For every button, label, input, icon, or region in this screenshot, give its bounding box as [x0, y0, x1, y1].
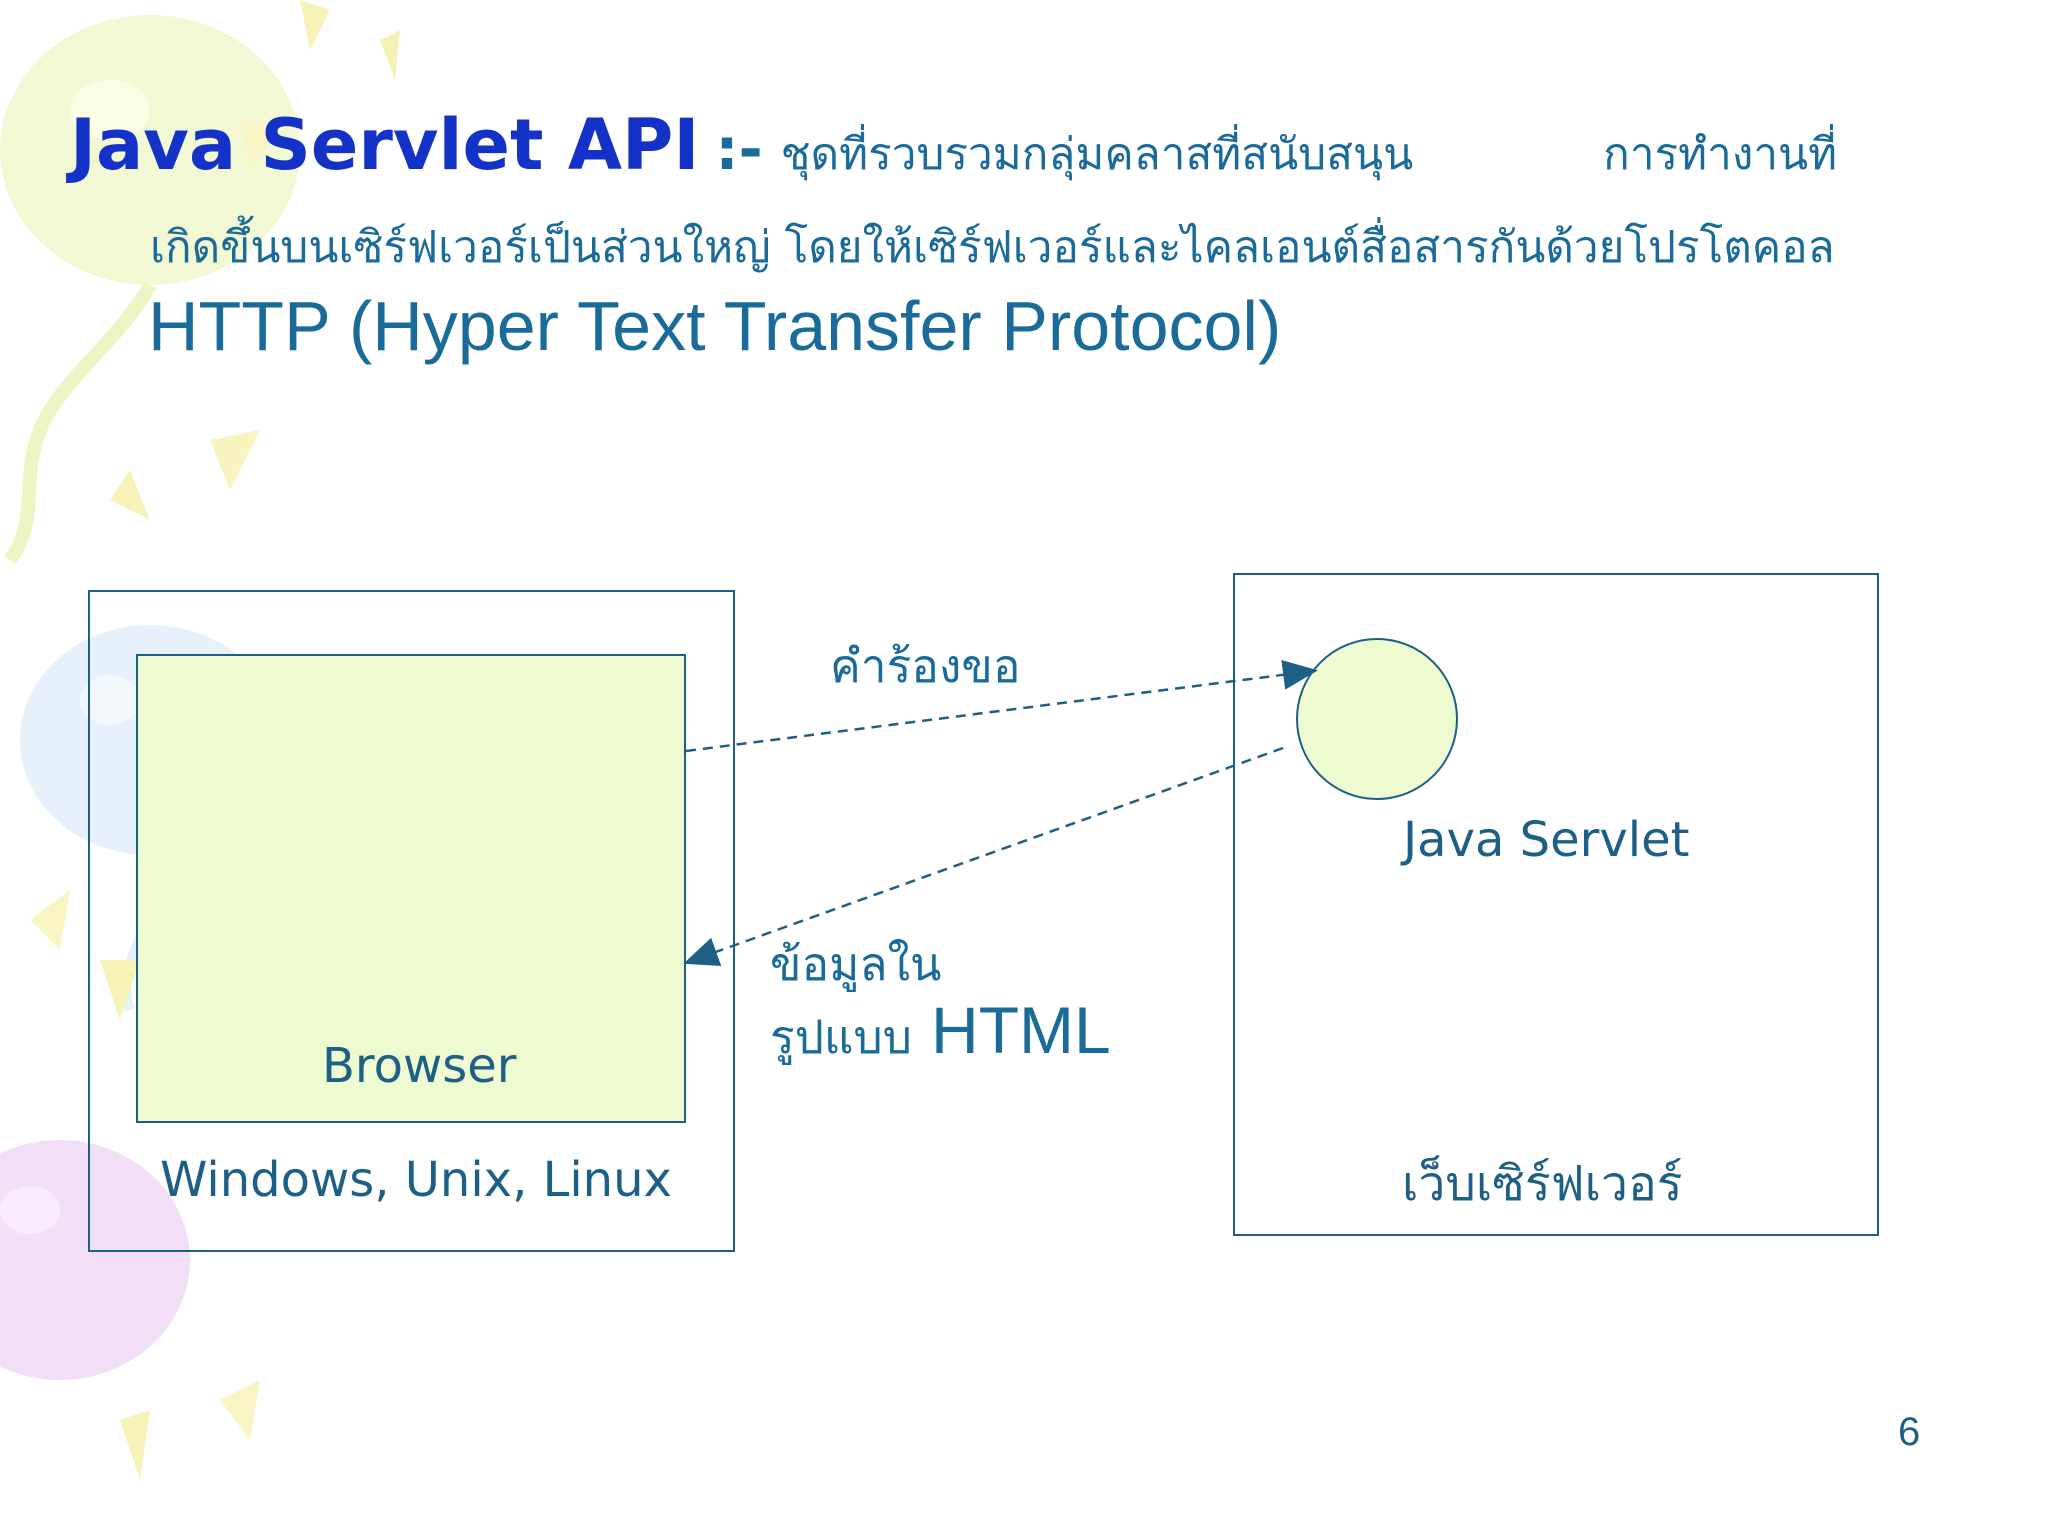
title-description-line3: HTTP (Hyper Text Transfer Protocol): [148, 287, 1282, 365]
title-description-part1: ชุดที่รวบรวมกลุ่มคลาสที่สนับสนุน: [780, 129, 1414, 180]
title-description-part2: การทำงานที่: [1603, 129, 1838, 180]
response-label-line1: ข้อมูลใน: [770, 937, 942, 991]
browser-box: [136, 654, 686, 1123]
response-format-thai: รูปแบบ: [770, 1010, 912, 1064]
browser-label: Browser: [322, 1038, 517, 1094]
client-machine-box: [88, 590, 735, 1252]
request-label: คำร้องขอ: [830, 639, 1021, 693]
slide-title: Java Servlet API:- ชุดที่รวบรวมกลุ่มคลาสท…: [70, 104, 1837, 189]
java-servlet-circle: [1296, 638, 1458, 800]
web-server-label: เว็บเซิร์ฟเวอร์: [1402, 1156, 1683, 1212]
response-format-html: HTML: [931, 993, 1111, 1067]
platform-label: Windows, Unix, Linux: [160, 1152, 672, 1208]
request-arrow: [685, 659, 1318, 753]
page-number: 6: [1898, 1410, 1921, 1454]
title-main: Java Servlet API: [70, 104, 700, 186]
java-servlet-label: Java Servlet: [1403, 812, 1690, 868]
title-separator: :-: [715, 115, 763, 183]
title-description-line2: เกิดขึ้นบนเซิร์ฟเวอร์เป็นส่วนใหญ่ โดยให้…: [150, 222, 1835, 273]
web-server-box: [1233, 573, 1879, 1236]
response-label-line2: รูปแบบ HTML: [770, 992, 1111, 1074]
response-arrow: [683, 746, 1284, 966]
